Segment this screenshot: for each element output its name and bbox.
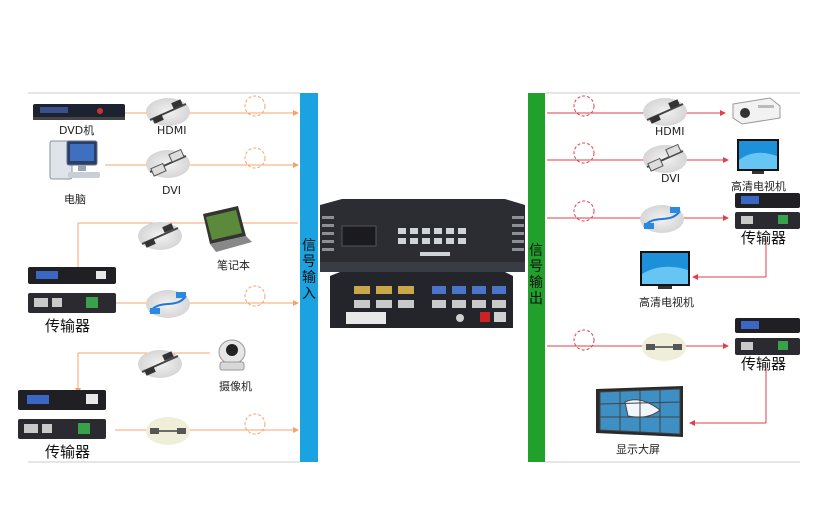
video-wall-label: 显示大屏 <box>616 443 660 456</box>
camera-icon <box>218 339 246 371</box>
output-hdmi-label: HDMI <box>655 125 685 138</box>
laptop-icon <box>203 206 252 252</box>
hdtv-1-label: 高清电视机 <box>731 180 786 193</box>
input-signal-bar <box>300 93 318 462</box>
pc-label: 电脑 <box>64 193 86 206</box>
transmitter-1-icon <box>28 267 116 313</box>
input-dashed-circles <box>244 95 266 435</box>
output-network-cable-icon <box>640 205 684 233</box>
laptop-label: 笔记本 <box>217 259 250 272</box>
output-transmitter-1-label: 传输器 <box>741 229 787 247</box>
camera-label: 摄像机 <box>219 380 252 393</box>
output-dvi-cable-icon <box>643 143 687 173</box>
output-transmitter-1-icon <box>735 193 800 229</box>
input-lines <box>75 110 299 433</box>
input-bar-label: 信号输入 <box>302 238 316 302</box>
output-transmitter-2-label: 传输器 <box>741 355 787 373</box>
output-dvi-label: DVI <box>661 172 681 185</box>
camera-hdmi-cable-icon <box>138 350 182 378</box>
cable-icons <box>138 98 687 445</box>
output-bar-label: 信号输出 <box>529 243 543 307</box>
dvd-player-icon <box>33 104 125 120</box>
dvi-cable-icon <box>146 148 190 178</box>
output-signal-bar <box>528 93 545 462</box>
hdtv-1-icon <box>737 139 779 174</box>
output-dashed-circles <box>573 95 595 351</box>
input-hdmi-label: HDMI <box>157 124 187 137</box>
input-dvi-label: DVI <box>162 184 182 197</box>
hdmi-cable-icon <box>146 98 190 126</box>
frame-lines <box>28 92 800 463</box>
hdtv-2-icon <box>640 251 690 289</box>
output-transmitter-2-icon <box>735 318 800 355</box>
matrix-switcher-icon <box>320 199 525 328</box>
network-cable-icon <box>146 290 190 318</box>
output-lines <box>547 110 767 426</box>
coax-cable-icon <box>146 417 190 445</box>
hdtv-2-label: 高清电视机 <box>639 296 694 309</box>
transmitter-1-label: 传输器 <box>45 317 91 335</box>
dvd-label: DVD机 <box>59 124 95 137</box>
output-hdmi-cable-icon <box>643 98 687 126</box>
pc-icon <box>49 140 100 180</box>
transmitter-2-icon <box>18 390 106 439</box>
transmitter-2-label: 传输器 <box>45 443 91 461</box>
laptop-hdmi-cable-icon <box>138 222 182 250</box>
video-wall-icon <box>596 386 683 437</box>
output-coax-cable-icon <box>642 333 686 361</box>
projector-icon <box>732 97 781 125</box>
